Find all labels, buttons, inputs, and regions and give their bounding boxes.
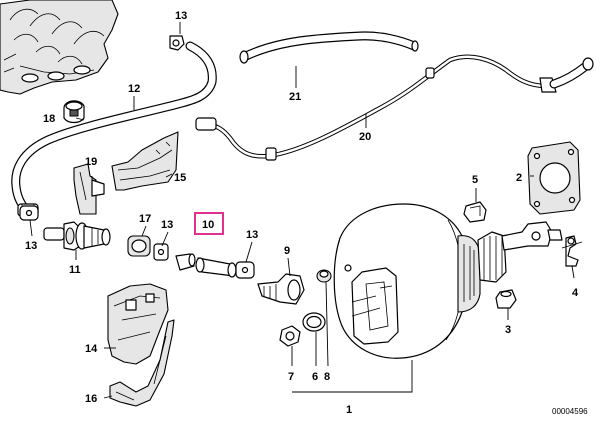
bracket-14 bbox=[107, 283, 169, 365]
callout-13-right: 13 bbox=[246, 229, 258, 241]
callout-10: 10 bbox=[202, 219, 214, 231]
hose-piece-small bbox=[175, 253, 196, 271]
callout-19: 19 bbox=[85, 156, 97, 168]
callout-4: 4 bbox=[572, 287, 579, 299]
nut-3 bbox=[495, 289, 517, 309]
callout-3: 3 bbox=[505, 324, 511, 336]
callout-13-mid: 13 bbox=[161, 219, 173, 231]
leader-lines bbox=[29, 66, 575, 399]
intake-manifold-drawing bbox=[0, 0, 119, 95]
gasket-2 bbox=[527, 141, 581, 215]
hose-clamp-left bbox=[19, 205, 39, 221]
hose-clamp-mid bbox=[153, 243, 169, 261]
clip-18 bbox=[63, 100, 85, 124]
grommet-17 bbox=[127, 235, 151, 257]
hose-clamp-right bbox=[235, 261, 255, 279]
callout-15: 15 bbox=[174, 172, 186, 184]
highlight-box-10 bbox=[194, 212, 224, 235]
vacuum-pipe-20 bbox=[195, 54, 594, 161]
callout-9: 9 bbox=[284, 245, 290, 257]
hose-clamp-top bbox=[169, 22, 185, 51]
callout-17: 17 bbox=[139, 213, 151, 225]
callout-20: 20 bbox=[359, 131, 371, 143]
hose-10 bbox=[195, 257, 237, 278]
callout-21: 21 bbox=[289, 91, 301, 103]
pin-4 bbox=[561, 235, 583, 267]
grommet-8 bbox=[316, 269, 332, 283]
clip-5 bbox=[463, 201, 487, 223]
callout-1: 1 bbox=[346, 404, 352, 416]
callout-5: 5 bbox=[472, 174, 478, 186]
brake-booster-1 bbox=[333, 203, 563, 359]
callout-13-top: 13 bbox=[175, 10, 187, 22]
callout-14: 14 bbox=[85, 343, 98, 355]
bracket-16 bbox=[109, 319, 175, 407]
elbow-connector-9 bbox=[257, 273, 305, 305]
callout-18: 18 bbox=[43, 113, 55, 125]
nut-7 bbox=[279, 325, 301, 347]
diagram-reference-number: 00004596 bbox=[552, 407, 588, 416]
callout-6: 6 bbox=[312, 371, 318, 383]
seal-ring-6 bbox=[302, 312, 326, 332]
callout-8: 8 bbox=[324, 371, 330, 383]
check-valve-11 bbox=[43, 221, 111, 251]
bracket-15 bbox=[111, 131, 179, 191]
bracket-19 bbox=[73, 163, 105, 215]
callout-7: 7 bbox=[288, 371, 294, 383]
callout-16: 16 bbox=[85, 393, 97, 405]
callout-2: 2 bbox=[516, 172, 522, 184]
callout-12: 12 bbox=[128, 83, 140, 95]
callout-11: 11 bbox=[69, 264, 81, 276]
callout-13-left: 13 bbox=[25, 240, 37, 252]
vacuum-hose-21 bbox=[239, 31, 419, 64]
